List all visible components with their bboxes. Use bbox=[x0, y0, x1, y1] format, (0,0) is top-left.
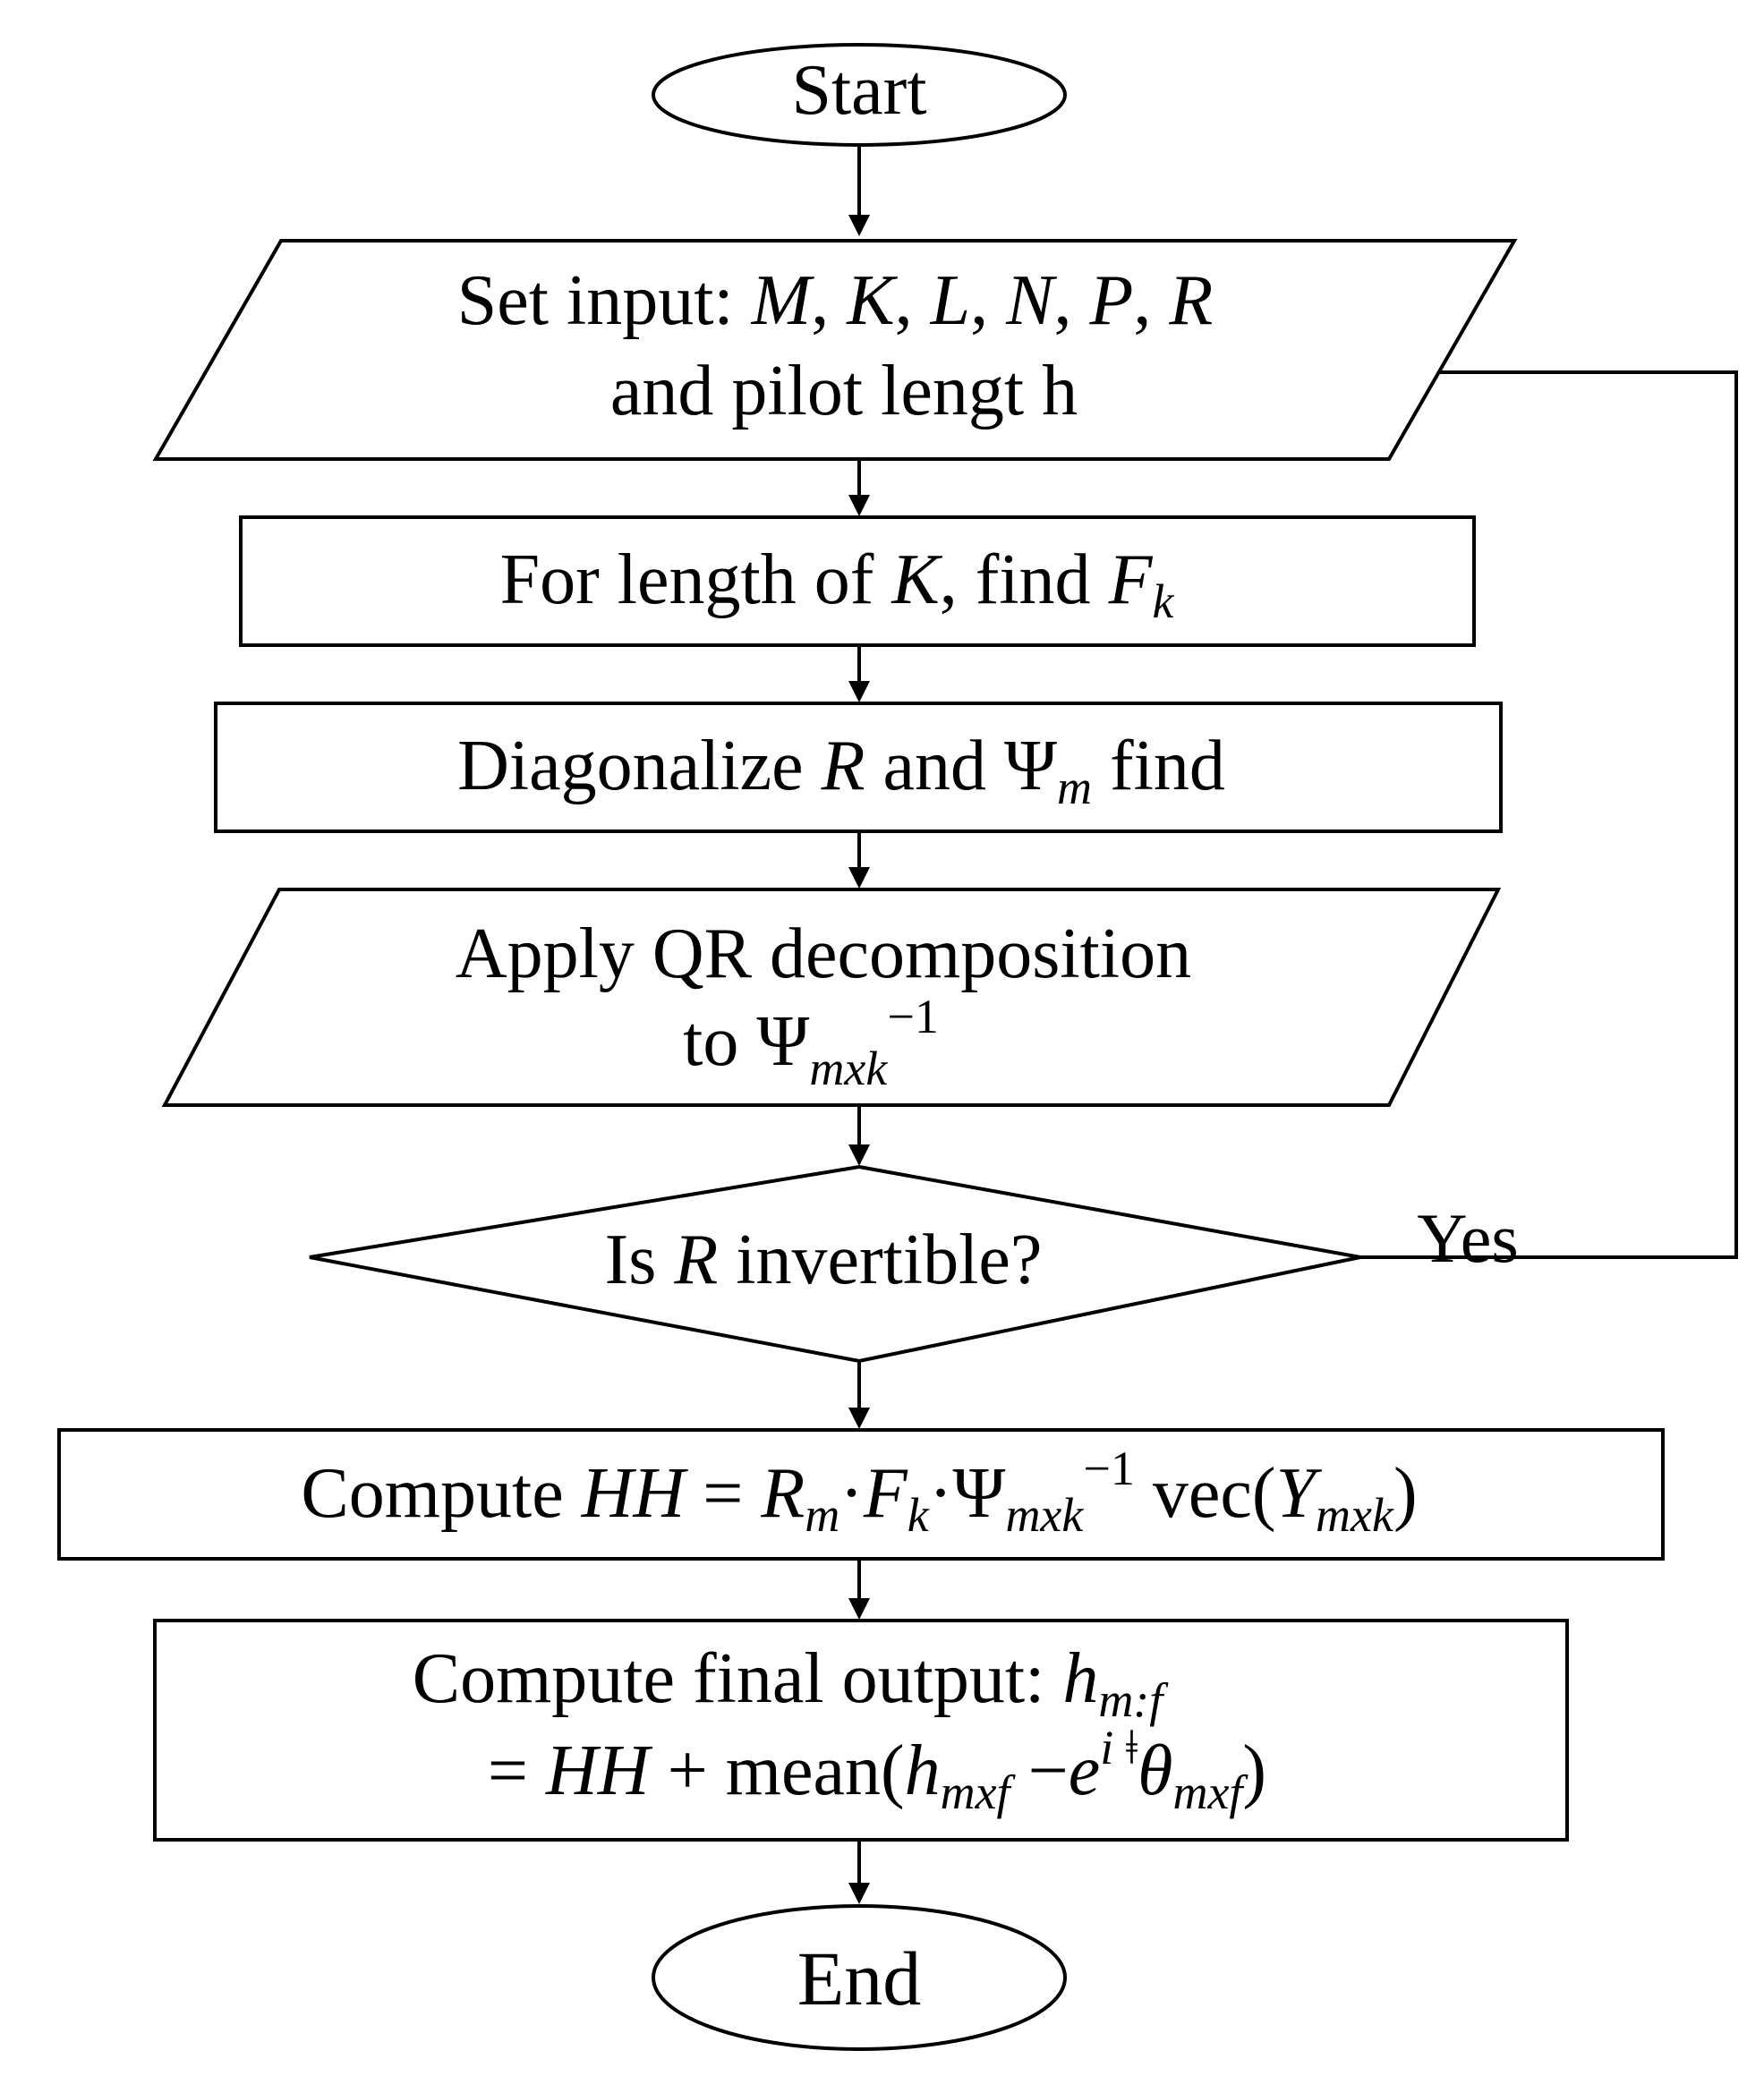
invertible-decision: Is R invertible? bbox=[309, 1164, 1361, 1364]
connector-compute-to-final bbox=[848, 1559, 870, 1620]
connector-qr-to-decision bbox=[848, 1105, 870, 1166]
connector-diagonalize-to-qr bbox=[848, 831, 870, 889]
decision-label: Is R invertible? bbox=[605, 1221, 1043, 1299]
qr-label-line1: Apply QR decomposition bbox=[456, 915, 1191, 993]
final-output-process: Compute final output: hm:f = HH + mean(h… bbox=[153, 1619, 1569, 1842]
end-label: End bbox=[797, 1936, 922, 2021]
input-parallelogram: Set input: M, K, L, N, P, R and pilot le… bbox=[152, 239, 1518, 461]
compute-hh-process: Compute HH = Rm·Fk·Ψmxk−1 vec(Ymxk) bbox=[57, 1428, 1665, 1561]
find-fk-label: For length of K, find Fk bbox=[500, 540, 1175, 628]
input-label-line2: and pilot lengt h bbox=[610, 352, 1078, 430]
end-terminal: End bbox=[652, 1904, 1067, 2051]
connector-yes-loop bbox=[1360, 370, 1738, 1259]
yes-branch-label: Yes bbox=[1417, 1199, 1519, 1277]
start-terminal: Start bbox=[652, 43, 1067, 147]
connector-input-to-findfk bbox=[848, 459, 870, 516]
diagonalize-label: Diagonalize R and Ψm find bbox=[457, 727, 1225, 814]
find-fk-process: For length of K, find Fk bbox=[239, 515, 1476, 647]
connector-start-to-input bbox=[848, 145, 870, 236]
compute-hh-label: Compute HH = Rm·Fk·Ψmxk−1 vec(Ymxk) bbox=[301, 1442, 1417, 1542]
connector-final-to-end bbox=[848, 1840, 870, 1904]
connector-decision-to-compute bbox=[848, 1361, 870, 1429]
diagonalize-process: Diagonalize R and Ψm find bbox=[214, 702, 1503, 833]
final-output-label-line1: Compute final output: hm:f bbox=[413, 1639, 1170, 1727]
input-label-line1: Set input: M, K, L, N, P, R bbox=[457, 261, 1214, 340]
qr-label-line2: to Ψmxk−1 bbox=[683, 990, 939, 1095]
final-output-label-line2: = HH + mean(hmxf −ei ǂθmxf) bbox=[488, 1721, 1266, 1819]
connector-findfk-to-diagonalize bbox=[848, 645, 870, 702]
start-label: Start bbox=[791, 51, 926, 130]
qr-parallelogram: Apply QR decomposition to Ψmxk−1 bbox=[161, 888, 1502, 1107]
